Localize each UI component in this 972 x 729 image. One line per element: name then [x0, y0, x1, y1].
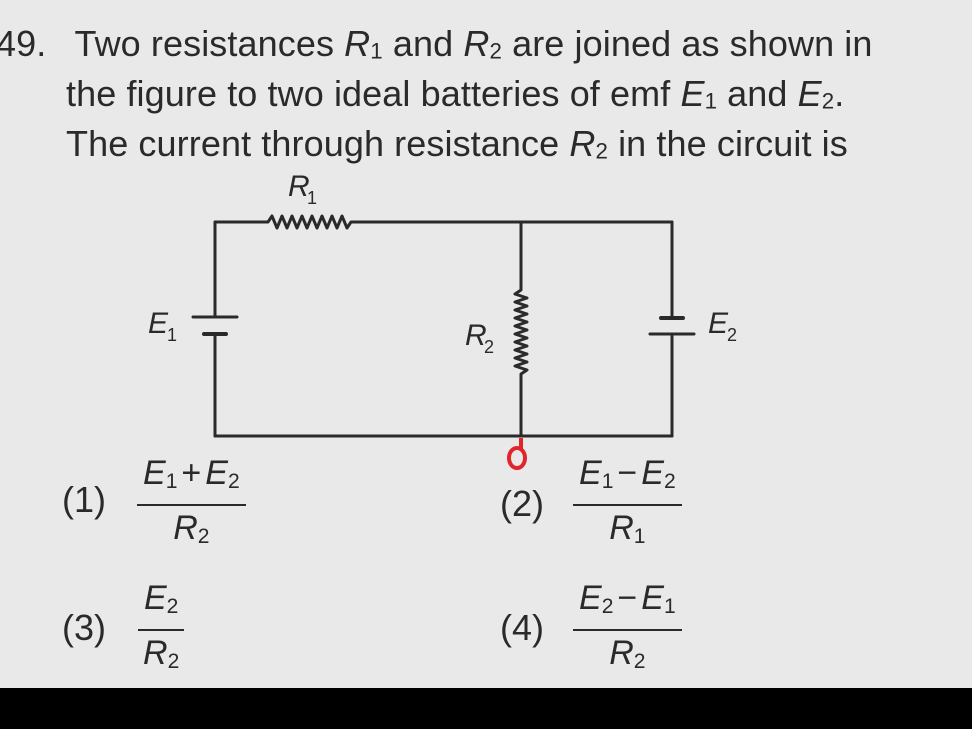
label-e1: E	[148, 307, 169, 340]
option-2-fraction[interactable]: E1−E2 R1	[573, 455, 682, 555]
red-mark	[507, 438, 527, 470]
label-r2: R	[465, 319, 487, 352]
question-line-3: The current through resistance R2 in the…	[66, 123, 848, 164]
option-4-numerator: E2−E1	[573, 580, 682, 631]
bottom-black-bar	[0, 688, 972, 729]
option-1-fraction[interactable]: E1+E2 R2	[137, 455, 246, 555]
option-3-denominator: R2	[143, 633, 180, 673]
option-4-fraction[interactable]: E2−E1 R2	[573, 580, 682, 680]
option-2-denominator: R1	[609, 508, 646, 548]
question-number: 49.	[0, 23, 47, 64]
question-line-2: the figure to two ideal batteries of emf…	[66, 73, 845, 114]
label-e2-sub: 2	[727, 325, 737, 345]
option-1-label[interactable]: (1)	[62, 479, 106, 520]
option-3-numerator: E2	[137, 580, 185, 631]
label-r2-sub: 2	[484, 337, 494, 357]
question-sheet: 49. Two resistances R1 and R2 are joined…	[0, 0, 972, 688]
option-1-numerator: E1+E2	[137, 455, 246, 506]
question-line-1: 49. Two resistances R1 and R2 are joined…	[0, 24, 873, 72]
option-2-numerator: E1−E2	[573, 455, 682, 506]
top-wire	[213, 214, 674, 230]
option-3-label[interactable]: (3)	[62, 607, 106, 648]
label-e1-sub: 1	[167, 325, 177, 345]
circuit-diagram: R 1 R 2 E 1 E 2	[148, 170, 737, 470]
option-3-fraction[interactable]: E2 R2	[137, 580, 185, 680]
middle-branch-r2	[513, 220, 529, 438]
option-2-label[interactable]: (2)	[500, 483, 544, 524]
label-r1-sub: 1	[307, 188, 317, 208]
option-4-label[interactable]: (4)	[500, 607, 544, 648]
option-1-denominator: R2	[173, 508, 210, 548]
option-4-denominator: R2	[609, 633, 646, 673]
label-e2: E	[708, 307, 729, 340]
label-r1: R	[288, 170, 310, 203]
